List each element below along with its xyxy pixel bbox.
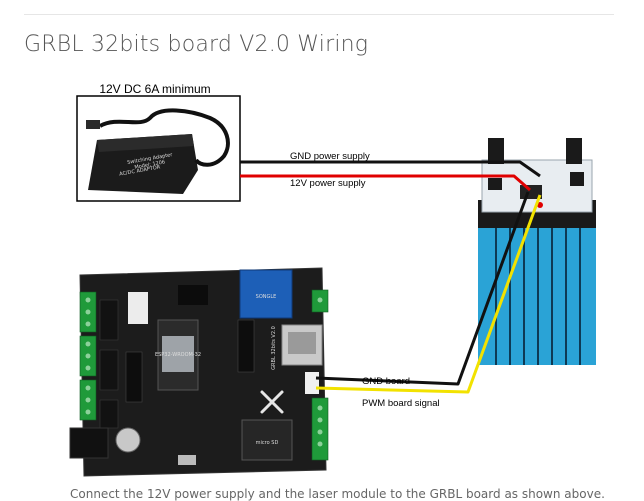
grbl-board: ESP32-WROOM-32 SONGLE GRBL 32bits V2.0 m… <box>69 267 329 477</box>
sd-label: micro SD <box>256 440 279 446</box>
white-header <box>128 292 148 324</box>
right-terminal-blocks <box>311 289 329 461</box>
shift-register-chips <box>125 319 255 403</box>
power-switch <box>178 285 208 305</box>
gnd-board-label: GND board <box>362 376 410 387</box>
relay-label: SONGLE <box>256 294 277 300</box>
relay <box>239 269 293 319</box>
power-adapter: 12V DC 6A minimum AC/DC ADAPTOR Switchin… <box>76 82 241 202</box>
adapter-caption: 12V DC 6A minimum <box>99 82 210 96</box>
adapter-plug <box>86 120 100 129</box>
v12-supply-label: 12V power supply <box>290 178 366 189</box>
adapter-label-line-2: Model: 1206 <box>134 159 166 170</box>
pwm-board-label: PWM board signal <box>362 398 440 409</box>
capacitor <box>115 427 141 453</box>
left-terminal-screws <box>85 297 91 415</box>
gnd-board-wire <box>315 191 530 386</box>
sd-card-slot <box>241 419 293 461</box>
usb-port <box>178 455 196 465</box>
wrench-icon <box>260 390 284 414</box>
laser-port <box>305 372 319 394</box>
wires <box>240 160 542 394</box>
stepper-headers <box>99 299 119 429</box>
esp32-label: ESP32-WROOM-32 <box>155 352 201 358</box>
gnd-supply-wire <box>240 160 541 178</box>
laser-post-right <box>566 138 582 164</box>
footer-text: Connect the 12V power supply and the las… <box>70 487 605 501</box>
v12-supply-wire <box>240 174 531 192</box>
top-divider <box>24 14 614 15</box>
esp32-shield <box>162 336 194 372</box>
dc-barrel-jack <box>69 427 109 459</box>
page-title: GRBL 32bits board V2.0 Wiring <box>24 32 369 57</box>
gnd-supply-label: GND power supply <box>290 151 370 162</box>
adapter-cable <box>99 108 230 167</box>
laser-module <box>478 138 596 365</box>
board-silkscreen: GRBL 32bits V2.0 <box>271 326 277 370</box>
laser-post-left <box>488 138 504 164</box>
pwm-board-wire <box>315 194 542 394</box>
